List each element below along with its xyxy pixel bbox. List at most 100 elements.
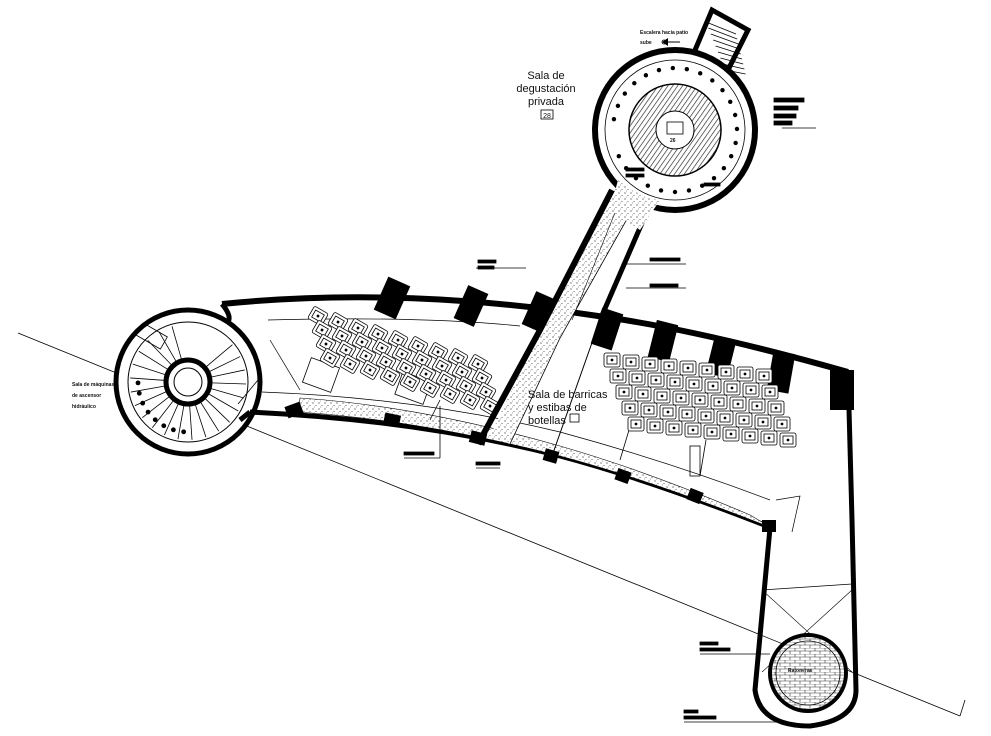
barrel (391, 344, 413, 364)
barrel (723, 380, 741, 396)
barrel (459, 390, 481, 410)
svg-text:y estibas de: y estibas de (528, 402, 587, 414)
tasting-room-label: Sala de degustación privada 28 (516, 70, 575, 120)
barrel (471, 368, 493, 388)
barrel (609, 368, 627, 384)
svg-text:de ascensor: de ascensor (72, 393, 101, 399)
barrel (371, 338, 393, 358)
barrel (748, 398, 766, 414)
barrel (621, 400, 639, 416)
barrel (697, 408, 715, 424)
barrel (672, 390, 690, 406)
barrel (475, 382, 497, 402)
svg-text:sube: sube (640, 40, 652, 46)
barrel (359, 360, 381, 380)
barrel (679, 360, 697, 376)
svg-text:28: 28 (543, 113, 551, 120)
barrel (367, 324, 389, 344)
stair-note: Escalera hacia patio sube (640, 30, 688, 46)
barrel (347, 318, 369, 338)
svg-text:botellas: botellas (528, 415, 566, 427)
barrel (628, 370, 646, 386)
table-number: 26 (670, 138, 676, 144)
barrel (653, 388, 671, 404)
barrel (685, 376, 703, 392)
machine-room-label: Sala de máquinas de ascensor hidráulico (72, 382, 114, 410)
barrel (407, 336, 429, 356)
barrel (691, 392, 709, 408)
barrel (439, 384, 461, 404)
barrel (742, 382, 760, 398)
barrel (665, 420, 683, 436)
barrel (684, 422, 702, 438)
barrel (754, 414, 772, 430)
barrel (307, 306, 329, 326)
barrel (431, 356, 453, 376)
barrel (722, 426, 740, 442)
barrel (622, 354, 640, 370)
barrel (634, 386, 652, 402)
barrel (387, 330, 409, 350)
barrel (327, 312, 349, 332)
barrel (647, 372, 665, 388)
right-wing (752, 371, 859, 729)
barrel (773, 416, 791, 432)
barrel (467, 354, 489, 374)
barrel (379, 366, 401, 386)
barrel (455, 376, 477, 396)
barrel (375, 352, 397, 372)
barrel (716, 410, 734, 426)
barrel (729, 396, 747, 412)
barrel (703, 424, 721, 440)
barrel (678, 406, 696, 422)
barrel (767, 400, 785, 416)
barrel (311, 320, 333, 340)
barrel (659, 404, 677, 420)
barrel (603, 352, 621, 368)
barrel (646, 418, 664, 434)
annotation-leaders (237, 97, 816, 723)
barrel (666, 374, 684, 390)
barrel (355, 346, 377, 366)
barrel (704, 378, 722, 394)
svg-text:degustación: degustación (516, 83, 575, 95)
barrel (351, 332, 373, 352)
barrel (319, 348, 341, 368)
barrel (395, 358, 417, 378)
barrel (779, 432, 797, 448)
svg-text:Sala de máquinas: Sala de máquinas (72, 382, 114, 388)
barrel (717, 364, 735, 380)
barrel (627, 416, 645, 432)
stair-arrow-icon (661, 38, 680, 46)
barrel-hall-label: Sala de barricas y estibas de botellas (528, 389, 608, 427)
well-label: Ratoneras (788, 668, 813, 674)
barrel (411, 350, 433, 370)
barrel-hall (220, 276, 854, 532)
svg-text:Sala de barricas: Sala de barricas (528, 389, 608, 401)
barrel (335, 340, 357, 360)
barrel (760, 430, 778, 446)
svg-text:privada: privada (528, 96, 565, 108)
barrel (435, 370, 457, 390)
barrel (755, 368, 773, 384)
barrel (741, 428, 759, 444)
barrel (698, 362, 716, 378)
svg-text:Sala de: Sala de (527, 70, 564, 82)
barrel (660, 358, 678, 374)
barrel (641, 356, 659, 372)
tasting-room: 26 (592, 6, 758, 230)
svg-text:Escalera hacia patio: Escalera hacia patio (640, 30, 688, 36)
barrel (736, 366, 754, 382)
barrel (735, 412, 753, 428)
barrel (399, 372, 421, 392)
barrel (419, 378, 441, 398)
machine-room (113, 307, 263, 457)
barrel (427, 342, 449, 362)
barrel (415, 364, 437, 384)
barrel (339, 354, 361, 374)
barrel (447, 348, 469, 368)
barrel (710, 394, 728, 410)
barrel (331, 326, 353, 346)
barrel (315, 334, 337, 354)
